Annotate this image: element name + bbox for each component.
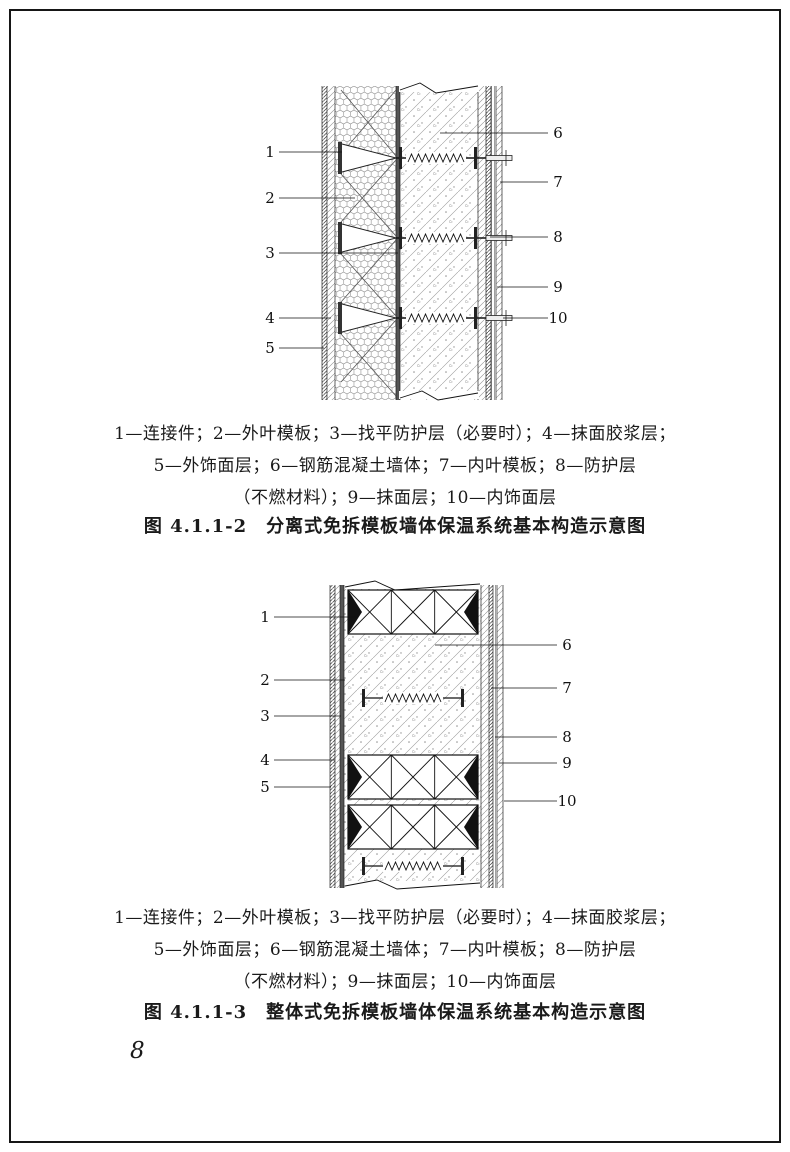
inner-finish-layer bbox=[496, 86, 502, 400]
inner-formwork-layer bbox=[481, 585, 489, 888]
protection-layer bbox=[489, 585, 493, 888]
callout-6-label: 6 bbox=[562, 636, 572, 654]
break-marks bbox=[344, 580, 481, 890]
legend-line: （不燃材料）；9—抹面层；10—内饰面层 bbox=[233, 488, 557, 508]
legend-line: 5—外饰面层；6—钢筋混凝土墙体；7—内叶模板；8—防护层 bbox=[153, 940, 637, 960]
protection-layer bbox=[486, 86, 491, 400]
truss-band-1 bbox=[347, 589, 479, 635]
plaster-layer bbox=[493, 585, 497, 888]
callout-1-label: 1 bbox=[265, 143, 275, 161]
callout-9-label: 9 bbox=[553, 278, 563, 296]
figure1-caption: 图 4.1.1-2 分离式免拆模板墙体保温系统基本构造示意图 bbox=[143, 516, 647, 537]
page-number: 8 bbox=[130, 1038, 145, 1064]
truss-band-2 bbox=[347, 754, 479, 800]
callout-2-label: 2 bbox=[265, 189, 275, 207]
render-mortar-layer bbox=[327, 86, 335, 400]
callout-5-label: 5 bbox=[265, 339, 275, 357]
outer-finish-layer bbox=[322, 86, 327, 400]
figure1-legend: 1—连接件；2—外叶模板；3—找平防护层（必要时）；4—抹面胶浆层； 5—外饰面… bbox=[0, 418, 790, 514]
leveling-protection-layer bbox=[396, 86, 400, 400]
truss-band-3 bbox=[347, 804, 479, 850]
callout-3-label: 3 bbox=[265, 244, 275, 262]
figure2-diagram: 1 2 3 4 5 6 7 8 9 10 bbox=[260, 580, 577, 890]
callout-9-label: 9 bbox=[562, 754, 572, 772]
figure1-diagram: 1 2 3 4 5 6 7 8 9 10 bbox=[265, 82, 568, 401]
callout-8-label: 8 bbox=[562, 728, 572, 746]
callout-5-label: 5 bbox=[260, 778, 270, 796]
callout-6-label: 6 bbox=[553, 124, 563, 142]
callout-7-label: 7 bbox=[562, 679, 572, 697]
callout-4-label: 4 bbox=[265, 309, 275, 327]
figure2-callouts: 1 2 3 4 5 6 7 8 9 10 bbox=[260, 608, 576, 810]
legend-line: 5—外饰面层；6—钢筋混凝土墙体；7—内叶模板；8—防护层 bbox=[153, 456, 637, 476]
callout-10-label: 10 bbox=[557, 792, 576, 810]
legend-line: （不燃材料）；9—抹面层；10—内饰面层 bbox=[233, 972, 557, 992]
figure2-caption: 图 4.1.1-3 整体式免拆模板墙体保温系统基本构造示意图 bbox=[143, 1002, 647, 1023]
leveling-protection-layer bbox=[340, 585, 344, 888]
callout-1-label: 1 bbox=[260, 608, 270, 626]
wall-layers bbox=[321, 86, 503, 400]
figure1-callouts: 1 2 3 4 5 6 7 8 9 10 bbox=[265, 124, 567, 357]
legend-line: 1—连接件；2—外叶模板；3—找平防护层（必要时）；4—抹面胶浆层； bbox=[114, 424, 676, 444]
callout-7-label: 7 bbox=[553, 173, 563, 191]
insulation-tie-diagonals bbox=[340, 89, 397, 397]
legend-line: 1—连接件；2—外叶模板；3—找平防护层（必要时）；4—抹面胶浆层； bbox=[114, 908, 676, 928]
outer-finish-layer bbox=[330, 585, 335, 888]
render-mortar-layer bbox=[335, 585, 340, 888]
callout-10-label: 10 bbox=[548, 309, 567, 327]
callout-2-label: 2 bbox=[260, 671, 270, 689]
callout-3-label: 3 bbox=[260, 707, 270, 725]
plaster-layer bbox=[491, 86, 496, 400]
inner-finish-layer bbox=[497, 585, 503, 888]
figure2-legend: 1—连接件；2—外叶模板；3—找平防护层（必要时）；4—抹面胶浆层； 5—外饰面… bbox=[0, 902, 790, 998]
inner-formwork-layer bbox=[478, 86, 486, 400]
callout-8-label: 8 bbox=[553, 228, 563, 246]
callout-4-label: 4 bbox=[260, 751, 270, 769]
break-marks bbox=[399, 82, 479, 401]
